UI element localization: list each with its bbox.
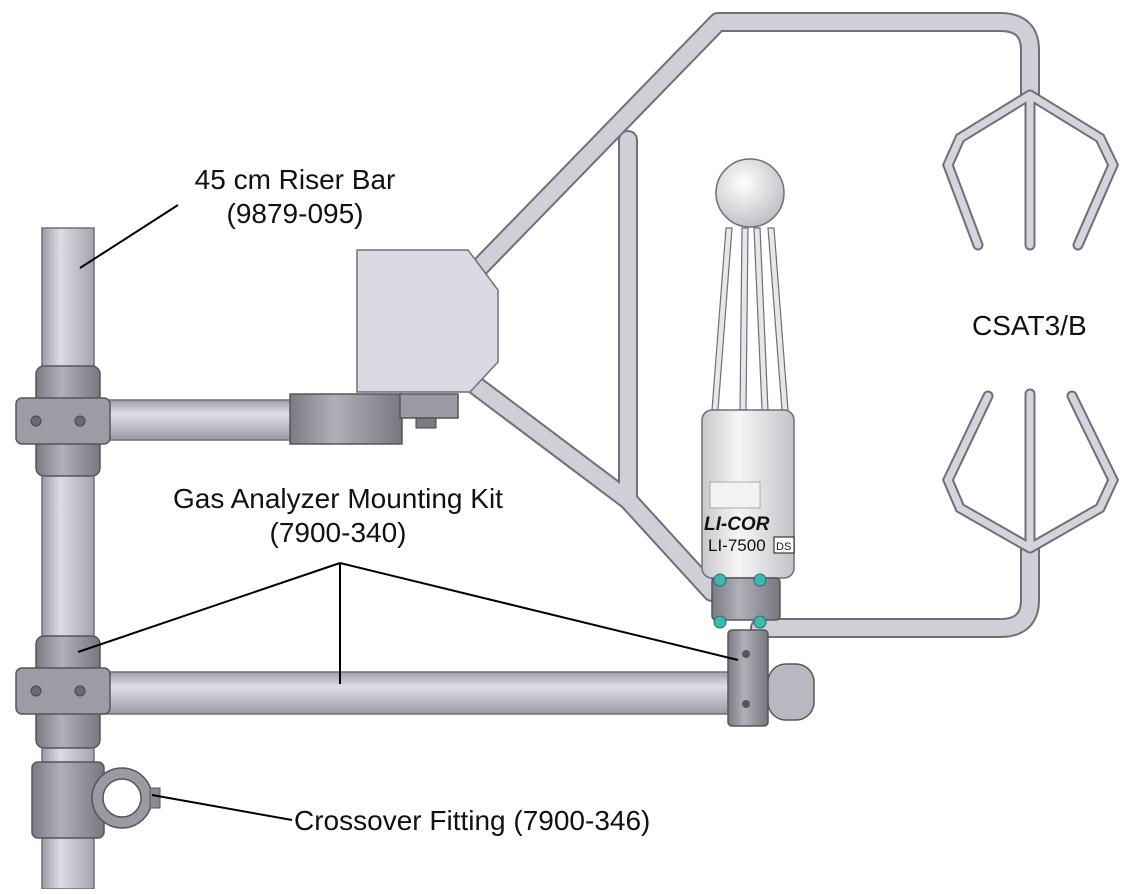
analyzer-struts <box>711 227 789 411</box>
mounting-kit-label: Gas Analyzer Mounting Kit (7900-340) <box>138 482 538 550</box>
csat-mounting-block <box>289 249 499 445</box>
riser-bar-label: 45 cm Riser Bar (9879-095) <box>180 163 410 231</box>
mounting-kit-name: Gas Analyzer Mounting Kit <box>173 483 503 514</box>
upper-crossarm <box>99 399 301 441</box>
leader-lines <box>77 204 739 821</box>
csat-frame <box>465 12 1040 638</box>
crossover-label: Crossover Fitting (7900-346) <box>294 805 651 836</box>
analyzer-model-suffix: DS <box>776 541 791 553</box>
analyzer-mount-hardware <box>711 573 781 629</box>
li7500-analyzer: LI-COR LI-7500 DS <box>701 158 815 727</box>
mounting-kit-part: (7900-340) <box>269 517 407 548</box>
analyzer-top-ball <box>715 158 785 228</box>
riser-bar-part: (9879-095) <box>226 198 364 229</box>
analyzer-brand: LI-COR <box>704 514 770 535</box>
upper-clamp <box>15 365 111 477</box>
lower-clamp <box>15 635 111 749</box>
analyzer-model: LI-7500 <box>708 536 766 555</box>
csat-label: CSAT3/B <box>972 310 1087 341</box>
riser-bar-name: 45 cm Riser Bar <box>194 164 396 195</box>
riser-bar-leader <box>79 204 179 269</box>
lower-crossarm <box>99 671 751 715</box>
mounting-kit-leader-left <box>77 562 341 653</box>
analyzer-serial-label <box>709 481 761 509</box>
mounting-kit-leader-right <box>339 562 739 661</box>
csat-transducer-arms <box>941 89 1120 554</box>
analyzer-arm-clamp <box>727 629 815 727</box>
crossover-leader <box>151 794 293 821</box>
crossover-fitting <box>31 761 161 839</box>
